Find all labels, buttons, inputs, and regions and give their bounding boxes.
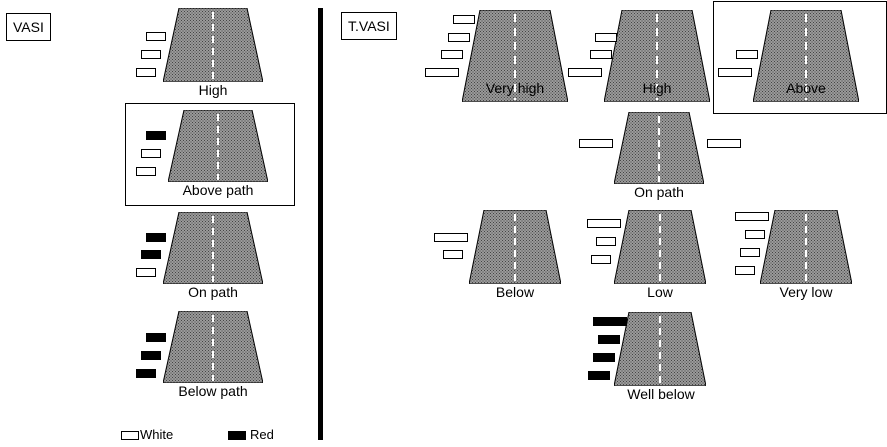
- runway-icon: [462, 10, 568, 102]
- white-light: [735, 212, 769, 221]
- white-light: [718, 68, 752, 77]
- tvasi-title: T.VASI: [341, 12, 397, 40]
- legend-red-label: Red: [250, 427, 274, 442]
- white-light: [707, 139, 741, 148]
- white-light: [568, 68, 602, 77]
- red-light: [141, 250, 161, 259]
- runway-icon: [604, 10, 710, 102]
- white-light: [595, 33, 617, 42]
- runway-icon: [163, 8, 263, 82]
- runway-icon: [614, 112, 704, 184]
- legend-white-label: White: [140, 427, 174, 442]
- white-light: [740, 248, 760, 257]
- runway-icon: [614, 210, 706, 284]
- white-light: [596, 237, 616, 246]
- white-light: [441, 50, 463, 59]
- section-divider: [318, 8, 323, 440]
- vasi-label-on: On path: [188, 284, 238, 300]
- legend-red-swatch: [228, 431, 246, 440]
- tvasi-label-above: Above: [786, 80, 826, 96]
- white-light: [590, 50, 612, 59]
- white-light: [736, 50, 758, 59]
- white-light: [443, 250, 463, 259]
- vasi-title: VASI: [6, 13, 51, 41]
- white-light: [425, 68, 459, 77]
- vasi-label-above: Above path: [182, 182, 254, 198]
- highlight-frame: [125, 103, 295, 206]
- white-light: [136, 167, 156, 176]
- red-light: [146, 233, 166, 242]
- tvasi-label-on: On path: [634, 184, 684, 200]
- white-light: [448, 33, 470, 42]
- white-light: [579, 139, 613, 148]
- red-light: [593, 317, 627, 326]
- white-light: [434, 233, 468, 242]
- tvasi-label-very-high: Very high: [485, 80, 545, 96]
- white-light: [745, 230, 765, 239]
- red-light: [136, 369, 156, 378]
- runway-icon: [163, 212, 263, 284]
- runway-icon: [168, 110, 268, 182]
- red-light: [146, 333, 166, 342]
- white-light: [136, 268, 156, 277]
- white-light: [735, 266, 755, 275]
- red-light: [593, 353, 615, 362]
- tvasi-label-high: High: [642, 80, 672, 96]
- tvasi-label-low: Low: [647, 284, 673, 300]
- white-light: [146, 32, 166, 41]
- runway-icon: [469, 210, 561, 284]
- runway-icon: [614, 312, 706, 386]
- white-light: [136, 68, 156, 77]
- red-light: [598, 335, 620, 344]
- white-light: [587, 219, 621, 228]
- vasi-label-high: High: [198, 82, 228, 98]
- red-light: [141, 351, 161, 360]
- runway-icon: [163, 311, 263, 383]
- tvasi-label-below: Below: [495, 284, 535, 300]
- white-light: [141, 50, 161, 59]
- red-light: [146, 131, 166, 140]
- runway-icon: [753, 10, 859, 102]
- runway-icon: [760, 210, 852, 284]
- white-light: [141, 149, 161, 158]
- white-light: [591, 255, 611, 264]
- white-light: [453, 15, 475, 24]
- red-light: [588, 371, 610, 380]
- tvasi-label-very-low: Very low: [779, 284, 833, 300]
- vasi-label-below: Below path: [178, 383, 248, 399]
- tvasi-label-well-below: Well below: [627, 386, 695, 402]
- legend-white-swatch: [121, 431, 139, 440]
